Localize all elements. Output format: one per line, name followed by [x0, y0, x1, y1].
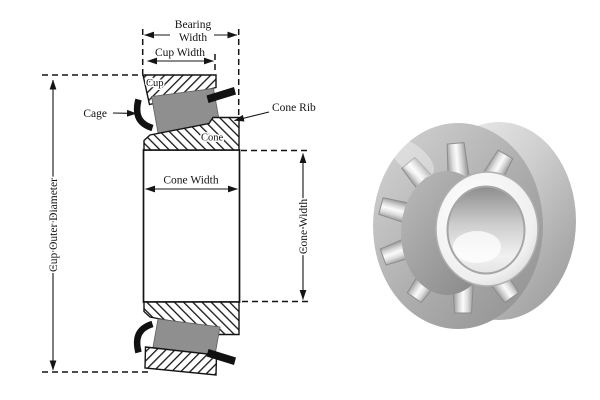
dim-cone-width-horizontal: Cone Width	[145, 173, 238, 193]
cage-section-top-right	[206, 87, 236, 103]
cross-section-diagram: Bearing Width Cup Width Cone Width Cone …	[42, 18, 318, 376]
cage-label: Cage	[83, 108, 107, 120]
cup-outer-diameter-label: Cup Outer Diameter	[48, 178, 60, 272]
dim-cup-outer-diameter: Cup Outer Diameter	[47, 79, 62, 371]
dim-bearing-width: Bearing Width	[144, 18, 238, 46]
cup-label: Cup	[146, 78, 164, 89]
cup-width-label: Cup Width	[155, 47, 205, 59]
callout-cage: Cage	[82, 107, 137, 122]
cone-rib-label: Cone Rib	[272, 102, 316, 114]
photo-sheen-highlight	[390, 138, 434, 178]
bearing-width-label-line2: Width	[179, 32, 208, 44]
cone-bore-rectangle	[142, 149, 241, 303]
bearing-width-label-line1: Bearing	[175, 19, 212, 31]
cone-width-vertical-label: Cone Width	[298, 199, 310, 254]
cup-section-bottom	[144, 346, 218, 376]
cage-section-bottom-left	[133, 320, 154, 354]
dim-cup-width: Cup Width	[147, 46, 214, 65]
dim-cone-width-vertical: Cone Width	[297, 153, 312, 300]
photo-bore-highlight	[453, 231, 501, 263]
cone-width-horizontal-label: Cone Width	[163, 175, 218, 187]
callout-cone-rib: Cone Rib	[234, 101, 318, 122]
cage-section-top-left	[133, 98, 154, 132]
cage-section-bottom-right	[206, 349, 236, 365]
bearing-photo	[373, 122, 576, 329]
cone-section-top	[143, 116, 240, 151]
cone-label: Cone	[201, 133, 224, 144]
